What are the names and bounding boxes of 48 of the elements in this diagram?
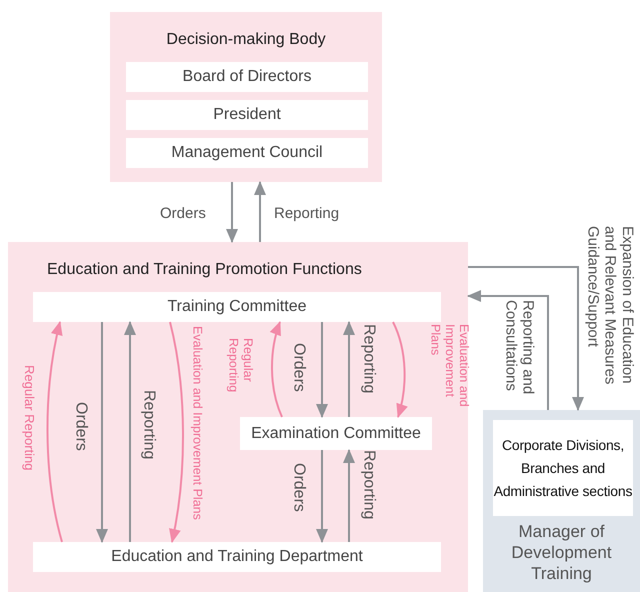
box-label: Management Council <box>171 143 323 163</box>
arrow <box>46 321 63 542</box>
arrow <box>343 449 355 542</box>
arrow <box>124 321 136 542</box>
edge-label: Reporting <box>274 204 340 224</box>
box <box>126 138 368 168</box>
box <box>493 420 633 516</box>
edge-label: Regular Reporting <box>226 338 255 394</box>
box <box>126 100 368 130</box>
panel <box>483 410 640 592</box>
arrow <box>254 181 266 242</box>
box-label: Training Committee <box>167 297 306 317</box>
arrow <box>226 182 238 243</box>
box <box>33 292 441 322</box>
panel-heading: Manager of Development Training <box>510 521 613 584</box>
edge-label: Orders <box>71 402 90 453</box>
arrow <box>316 322 328 418</box>
edge-label: Expansion of Education and Relevant Measures Guidance/Support <box>584 226 636 386</box>
arrow <box>467 290 549 410</box>
box <box>126 62 368 92</box>
box <box>33 542 441 572</box>
box-label: Board of Directors <box>182 67 312 87</box>
box-label: Corporate Divisions, Branches and Administrative sections <box>493 436 633 500</box>
arrow <box>392 322 408 418</box>
edge-label: Orders <box>160 204 206 224</box>
arrow <box>168 322 184 543</box>
arrow <box>96 322 108 543</box>
edge-label: Regular Reporting <box>21 365 36 473</box>
arrow <box>316 450 328 543</box>
edge-label: Reporting <box>139 390 158 462</box>
edge-label: Orders <box>289 343 308 394</box>
panel <box>8 242 468 592</box>
arrow <box>343 321 355 417</box>
edge-label: Reporting <box>359 450 378 522</box>
panel-heading: Decision-making Body <box>165 30 327 50</box>
box-label: Examination Committee <box>251 424 421 444</box>
edge-label: Reporting <box>359 324 378 396</box>
arrow <box>468 266 584 411</box>
panel-heading: Education and Training Promotion Functions <box>47 260 362 280</box>
edge-label: Orders <box>289 463 308 514</box>
edge-label: Evaluation and Improvement Plans <box>428 324 472 409</box>
panel <box>110 12 382 182</box>
edge-label: Reporting and Consultations <box>502 300 536 396</box>
arrow <box>270 321 283 418</box>
edge-label: Evaluation and Improvement Plans <box>190 326 204 522</box>
box <box>240 417 432 450</box>
box-label: Education and Training Department <box>111 547 363 567</box>
box-label: President <box>213 105 281 125</box>
